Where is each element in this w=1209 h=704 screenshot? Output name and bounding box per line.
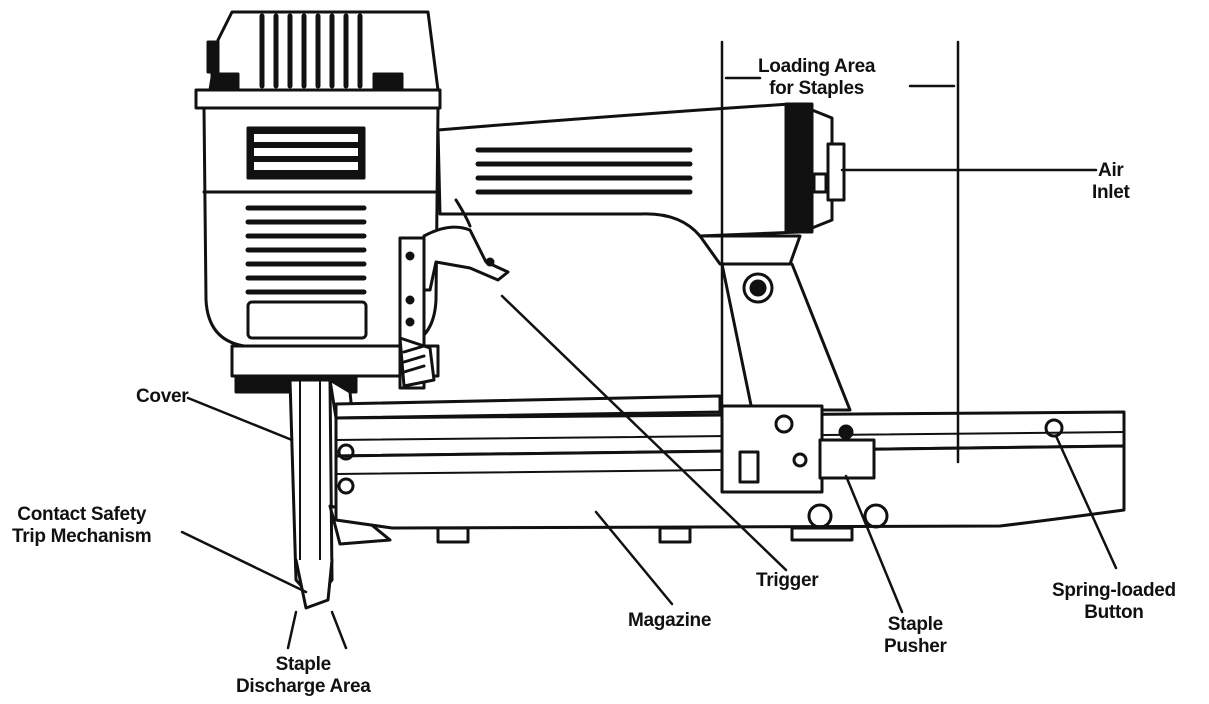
label-loading-area: Loading Area for Staples bbox=[758, 56, 876, 99]
magazine bbox=[334, 394, 1126, 544]
label-magazine: Magazine bbox=[628, 610, 712, 631]
label-cover: Cover bbox=[136, 386, 189, 407]
loading-area-bracket bbox=[720, 40, 960, 464]
label-spring-loaded-button: Spring-loaded Button bbox=[1052, 580, 1176, 623]
leader-lines bbox=[180, 168, 1118, 650]
trigger bbox=[422, 198, 510, 292]
top-cap bbox=[194, 10, 442, 110]
head-body bbox=[202, 106, 440, 394]
handle bbox=[436, 102, 852, 412]
label-staple-discharge: Staple Discharge Area bbox=[236, 654, 371, 697]
label-staple-pusher: Staple Pusher bbox=[884, 614, 947, 657]
label-contact-safety-trip: Contact Safety Trip Mechanism bbox=[12, 504, 152, 547]
label-trigger: Trigger bbox=[756, 570, 819, 591]
label-air-inlet: Air Inlet bbox=[1092, 160, 1130, 203]
